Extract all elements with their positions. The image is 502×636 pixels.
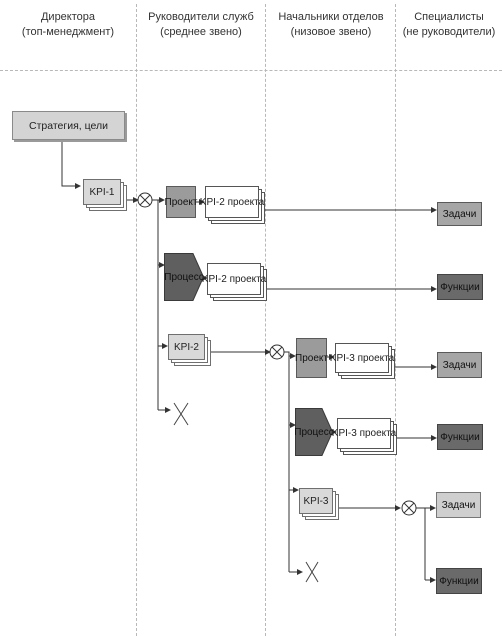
process-shape xyxy=(295,408,333,456)
header-separator xyxy=(0,70,502,71)
column-subtitle: (среднее звено) xyxy=(160,26,242,38)
terminator-cross xyxy=(305,561,319,583)
node-label: Функции xyxy=(440,431,480,443)
tasks-box-1: Задачи xyxy=(437,202,482,226)
functions-box-2: Функции xyxy=(437,424,483,450)
functions-box-1: Функции xyxy=(437,274,483,300)
connector-trunk-2 xyxy=(284,351,290,572)
functions-box-3: Функции xyxy=(436,568,482,594)
terminator-cross xyxy=(173,402,189,426)
merge-symbol xyxy=(137,192,153,208)
node-label: KPI-2 проекта xyxy=(199,196,265,208)
kpi2-card: KPI-2 xyxy=(168,334,205,360)
connector-trunk-3 xyxy=(416,507,426,580)
node-label: Проект xyxy=(295,352,328,364)
column-subtitle: (не руководители) xyxy=(402,26,496,38)
node-label: KPI-2 проекта xyxy=(201,273,267,285)
lane-separator xyxy=(265,4,266,636)
column-title: Начальники отделов xyxy=(278,11,384,23)
node-label: Задачи xyxy=(442,208,477,220)
node-label: Стратегия, цели xyxy=(29,119,108,132)
node-label: Процесс xyxy=(164,271,204,283)
kpi1-card: KPI-1 xyxy=(83,179,121,205)
kpi3-card: KPI-3 xyxy=(299,488,333,514)
column-title: Руководители служб xyxy=(148,11,254,23)
node-label: Функции xyxy=(440,281,480,293)
kpi2-project-doc-a: KPI-2 проекта xyxy=(200,186,264,218)
process-box-1: Процесс xyxy=(164,253,204,301)
node-label: KPI-2 xyxy=(173,341,199,353)
tasks-box-3: Задачи xyxy=(436,492,481,518)
kpi3-project-doc-a: KPI-3 проекта xyxy=(330,343,394,373)
node-label: KPI-3 xyxy=(303,495,329,507)
column-title: Директора xyxy=(40,11,96,23)
lane-separator xyxy=(395,4,396,636)
column-header-directors: Директора (топ-менеджмент) xyxy=(0,10,136,40)
column-subtitle: (низовое звено) xyxy=(290,26,372,38)
node-label: KPI-3 проекта xyxy=(329,352,395,364)
node-label: Функции xyxy=(439,575,479,587)
node-label: Задачи xyxy=(442,359,477,371)
merge-symbol xyxy=(401,500,417,516)
process-shape xyxy=(164,253,204,301)
column-title: Специалисты xyxy=(414,11,484,23)
process-box-2: Процесс xyxy=(294,408,334,456)
column-header-department-heads: Начальники отделов (низовое звено) xyxy=(266,10,396,40)
node-label: Проект xyxy=(164,196,198,208)
project-box-1: Проект xyxy=(164,186,198,218)
kpi2-project-doc-b: KPI-2 проекта xyxy=(202,263,266,295)
tasks-box-2: Задачи xyxy=(437,352,482,378)
connector-strategy-kpi1 xyxy=(61,140,81,189)
strategy-goals-box: Стратегия, цели xyxy=(12,111,125,140)
column-header-specialists: Специалисты (не руководители) xyxy=(396,10,502,40)
lane-separator xyxy=(136,4,137,636)
node-label: KPI-1 xyxy=(89,186,115,198)
column-subtitle: (топ-менеджмент) xyxy=(21,26,115,38)
node-label: Процесс xyxy=(294,426,334,438)
node-label: KPI-3 проекта xyxy=(331,428,397,439)
node-label: Задачи xyxy=(441,499,476,511)
merge-symbol xyxy=(269,344,285,360)
kpi3-project-doc-b: KPI-3 проекта xyxy=(332,418,396,449)
connector-trunk-1 xyxy=(152,199,159,410)
column-header-service-heads: Руководители служб (среднее звено) xyxy=(137,10,265,40)
project-box-2: Проект xyxy=(295,338,328,378)
